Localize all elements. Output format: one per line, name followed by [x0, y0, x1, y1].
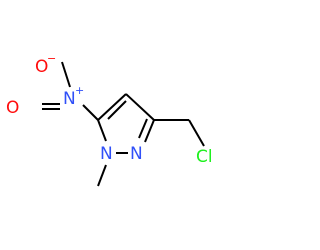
atom-label-chlorine: Cl	[196, 147, 213, 167]
charge-label-nitro-o-top: −	[47, 52, 56, 65]
bond-c5-c4	[97, 93, 127, 121]
bond-c5-c4-inner	[107, 100, 127, 120]
charge-label-nitro-n: +	[75, 84, 84, 97]
bond-n1-c5	[97, 119, 107, 142]
bond-c3-n2	[144, 119, 155, 143]
chemical-structure: O − N + O N N Cl	[6, 52, 213, 187]
bond-c5-nitro-n	[82, 104, 99, 121]
atom-label-ring-n1: N	[100, 144, 113, 164]
atom-label-nitro-o-top: O	[35, 57, 48, 77]
bond-nitro-n-o-top	[61, 61, 71, 88]
atom-label-nitro-o-left: O	[6, 98, 19, 118]
bond-n1-methyl	[97, 164, 107, 187]
bond-c3-n2-inner	[138, 118, 148, 139]
atom-label-nitro-n: N	[63, 89, 76, 109]
bond-ch2-cl	[188, 119, 205, 147]
bond-c4-c3-single	[125, 93, 155, 121]
atom-label-ring-n2: N	[130, 144, 143, 164]
